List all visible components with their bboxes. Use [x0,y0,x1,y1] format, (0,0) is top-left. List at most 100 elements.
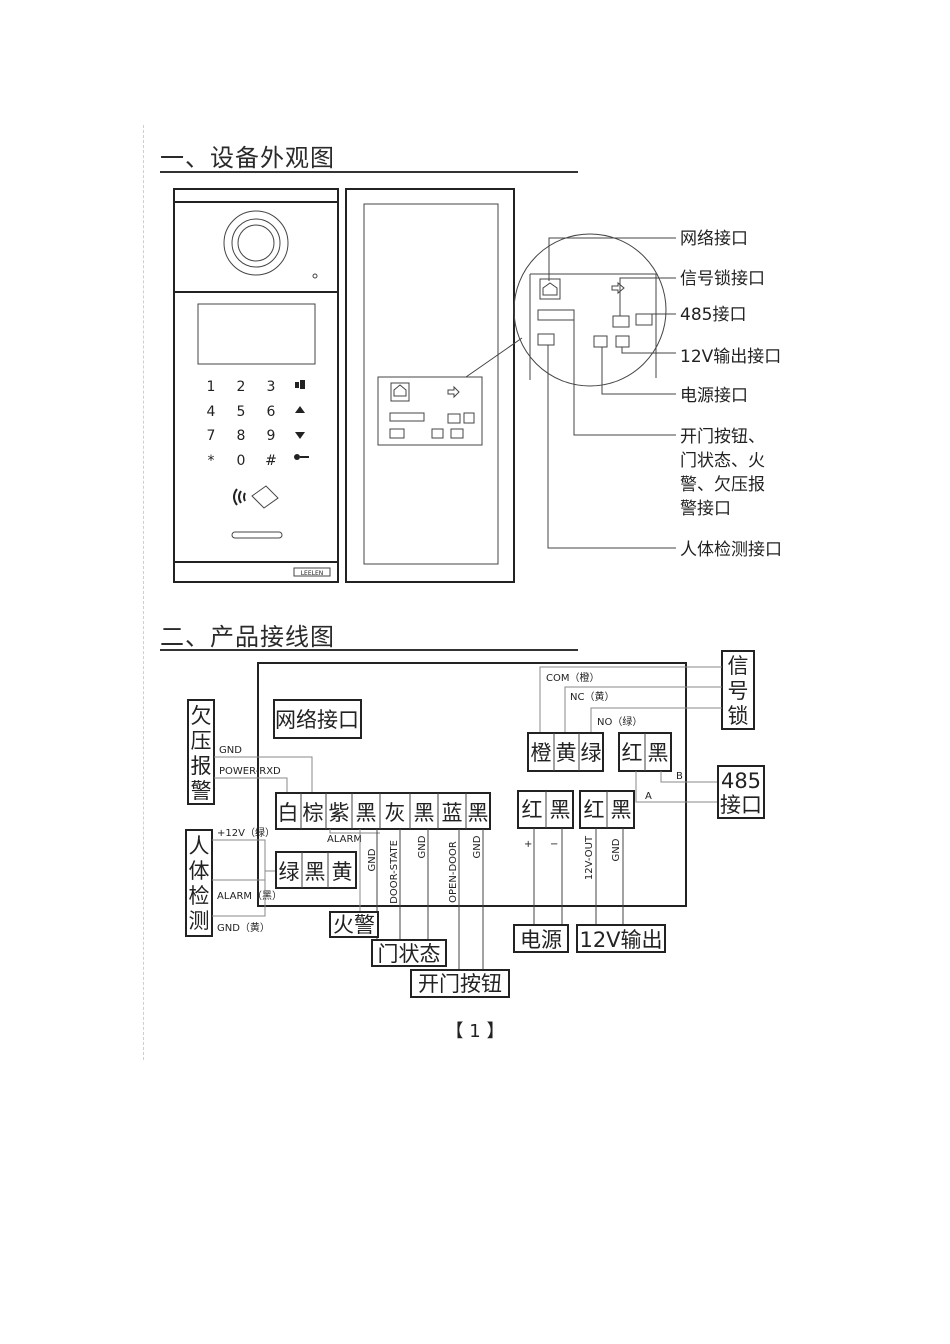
key: 1 [207,379,216,395]
callout-multi-line: 开门按钮、 [680,427,765,447]
diagram-label: OPEN-DOOR [448,841,459,903]
brand-logo [293,567,331,577]
diagram-label: 警 [191,779,212,803]
diagram-label: 白 [278,801,299,825]
diagram-label: 锁 [728,704,749,728]
wiring-diagram: 网络接口 欠 压 报 警 GND POWER-RXD 白 棕 紫 黑 灰 黑 蓝 [185,650,765,998]
section-rule [160,171,578,173]
diagram-label: 黑 [305,860,326,884]
key: 6 [267,404,276,420]
diagram-label: GND（黄） [217,921,270,934]
diagram-label: +12V（绿） [217,826,275,839]
diagram-label: GND [367,848,378,871]
fire-alarm-box [329,911,379,938]
diagram-label: 门状态 [378,942,441,966]
diagram-label: 检 [189,884,210,908]
connector-icon [463,412,475,424]
rj45-icon [390,382,410,402]
leader-lines [547,237,676,549]
diagram-label: 红 [584,798,605,822]
magnified-interface-view [513,233,667,387]
key-icon [294,454,309,460]
diagram-label: 紫 [329,801,350,825]
diagram-label: 欠 [191,704,212,728]
diagram-label: + [524,839,532,850]
section-title-wiring: 二、产品接线图 [160,623,335,651]
device-appearance-diagram: 1 2 3 4 5 6 7 8 9 * 0 # LEELEN [173,188,782,583]
connector-icon [431,428,444,439]
diagram-label: 12V-OUT [584,835,595,880]
key: 9 [267,428,276,444]
diagram-label: 人 [189,834,210,858]
arrow-icon [447,385,460,399]
diagram-label: A [645,791,652,802]
key: 0 [237,453,246,469]
diagram-label: 压 [191,729,212,753]
diagram-label: B [676,771,683,782]
diagram-label: 报 [191,754,212,778]
callout-multi-line: 门状态、火 [680,451,765,471]
door-state-box [371,939,447,967]
key: 4 [207,404,216,420]
key: 3 [267,379,276,395]
diagram-label: 棕 [303,801,324,825]
12v-output-label-box [576,924,666,953]
body-detect-box [185,829,213,937]
diagram-label: NC（黄） [570,690,614,703]
callout-485: 485接口 [680,305,746,325]
connector-icon [635,313,653,326]
diagram-label: 12V输出 [579,928,662,952]
diagram-label: 黑 [611,798,632,822]
rs485-terminal: 红 黑 [618,732,672,772]
connector-icon [447,413,461,424]
page-edge-guide [143,125,144,1060]
diagram-label: 接口 [720,793,762,817]
speaker-slot [231,531,283,539]
diagram-label: 橙 [531,741,552,765]
open-door-box [410,969,510,998]
diagram-label: 号 [728,679,749,703]
nfc-card-icon [233,485,279,509]
connector-icon [537,309,575,321]
section-title-appearance: 一、设备外观图 [160,144,335,172]
down-arrow-icon [295,432,305,439]
brand-text: LEELEN [301,570,324,577]
power-terminal: 红 黑 [517,790,574,829]
undervoltage-box [187,699,215,805]
camera-icon [223,210,289,276]
arrow-icon [611,281,625,295]
diagram-label: POWER-RXD [219,766,281,777]
diagram-label: 485 [721,769,761,793]
diagram-label: 红 [622,741,643,765]
diagram-label: DOOR-STATE [389,840,400,904]
connector-icon [593,335,608,348]
diagram-label: 体 [189,859,210,883]
key: 2 [237,379,246,395]
connector-icon [615,335,630,348]
page-number: 【 1 】 [445,1021,505,1042]
diagram-label: 黑 [414,801,435,825]
network-box-label: 网络接口 [275,708,359,732]
key: 7 [207,428,216,444]
connector-icon [537,333,555,346]
diagram-label: GND [472,835,483,858]
main-terminal-block: 白 棕 紫 黑 灰 黑 蓝 黑 [275,792,491,830]
diagram-label: 绿 [279,860,300,884]
power-label-box [513,924,569,953]
diagram-label: 电源 [520,928,562,952]
front-panel: 1 2 3 4 5 6 7 8 9 * 0 # LEELEN [173,188,339,583]
keypad: 1 2 3 4 5 6 7 8 9 * 0 # [207,379,277,469]
key: # [265,453,277,469]
up-arrow-icon [295,406,305,413]
callout-labels: 网络接口 信号锁接口 485接口 12V输出接口 电源接口 开门按钮、 门状态、… [680,229,782,560]
callout-12v-output: 12V输出接口 [680,347,781,367]
callout-body-detect: 人体检测接口 [680,540,782,560]
diagram-label: 蓝 [442,801,463,825]
diagram-label: 绿 [581,741,602,765]
diagram-label: GND [417,835,428,858]
callout-multi-line: 警接口 [680,499,731,519]
mic-hole-icon [312,273,318,279]
diagram-label: GND [611,838,622,861]
diagram-label: COM（橙） [546,671,599,684]
diagram-label: 测 [189,909,210,933]
